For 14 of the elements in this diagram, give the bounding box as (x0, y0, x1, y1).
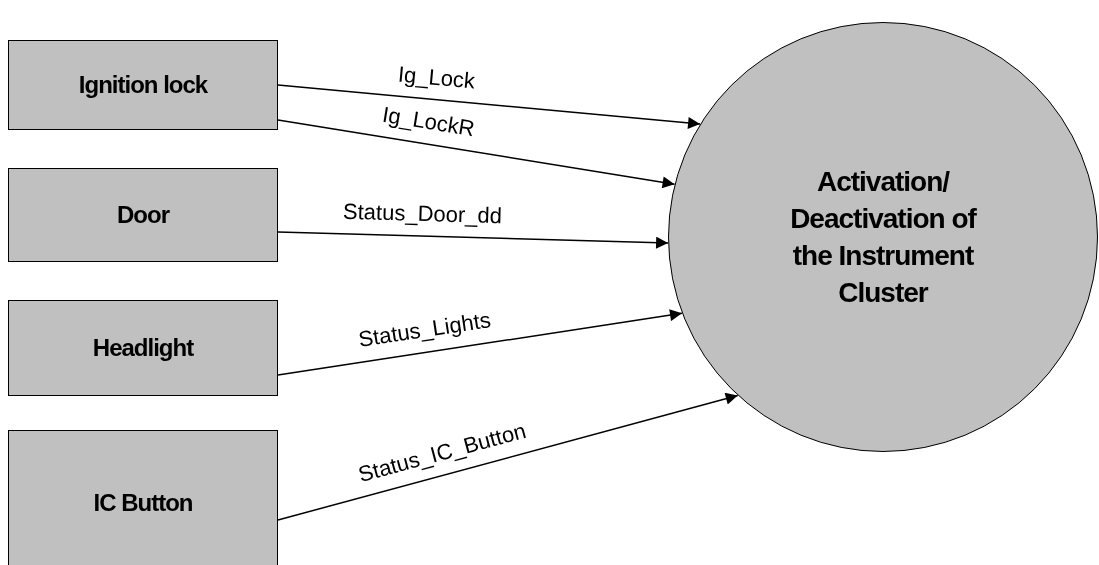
arrow (277, 392, 739, 521)
node-label: IC Button (93, 488, 193, 517)
node-label: Ignition lock (78, 71, 208, 99)
arrow (277, 84, 701, 129)
arrow (277, 119, 676, 189)
node-label: Activation/ Deactivation of the Instrument Cluster (789, 165, 978, 310)
entity-box (8, 40, 278, 130)
arrow (277, 309, 683, 376)
node-label: Headlight (92, 334, 194, 362)
entity-box (8, 430, 278, 565)
node-label: Door (117, 201, 169, 229)
entity-box (8, 168, 278, 262)
arrow (277, 231, 669, 249)
entity-box (8, 300, 278, 396)
